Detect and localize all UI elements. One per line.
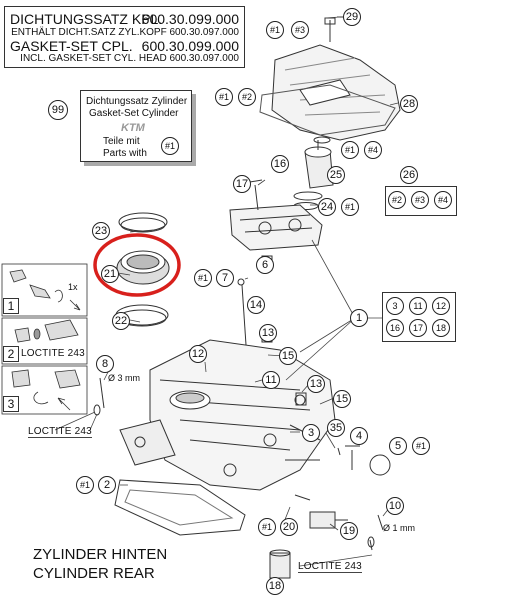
callout-20[interactable]: 20 [280,518,298,536]
kit-line2: ENTHÄLT DICHT.SATZ ZYL.KOPF 600.30.097.0… [11,27,239,38]
callout-29[interactable]: 29 [343,8,361,26]
callout-35[interactable]: 35 [327,419,345,437]
gasket-card-line4: Parts with [103,148,147,159]
kit-line4: INCL. GASKET-SET CYL. HEAD 600.30.097.00… [20,53,239,64]
ref-1-gasket[interactable]: #1 [215,88,233,106]
dimension-10: Ø 1 mm [383,523,416,533]
group1-item-16[interactable]: 16 [386,319,404,337]
cylinder-head [149,339,336,491]
callout-6[interactable]: 6 [256,256,274,274]
ref-1-plug[interactable]: #1 [341,141,359,159]
group-26-box: #2 #3 #4 [385,186,457,216]
ref-1-cover[interactable]: #1 [266,21,284,39]
gasket-card-line1: Dichtungssatz Zylinder [86,96,188,107]
ref-1-headgasket[interactable]: #1 [76,476,94,494]
callout-3[interactable]: 3 [302,424,320,442]
callout-22[interactable]: 22 [112,312,130,330]
kit-line3-number: 600.30.099.000 [141,38,239,54]
group-1-box: 3 11 12 16 17 18 [382,292,456,342]
callout-2[interactable]: 2 [98,476,116,494]
callout-24[interactable]: 24 [318,198,336,216]
callout-11[interactable]: 11 [262,371,280,389]
callout-12[interactable]: 12 [189,345,207,363]
step-1-number: 1 [3,298,19,314]
callout-7[interactable]: 7 [216,269,234,287]
hose-clamp-upper [118,212,168,232]
gasket-set-card: Dichtungssatz Zylinder Gasket-Set Cylind… [80,90,192,162]
callout-15-upper[interactable]: 15 [279,347,297,365]
group26-ref-4[interactable]: #4 [434,191,452,209]
ref-1-stud[interactable]: #1 [194,269,212,287]
gasket-card-line2: Gasket-Set Cylinder [89,108,179,119]
step-3-number: 3 [3,396,19,412]
callout-19[interactable]: 19 [340,522,358,540]
ref-4-plug[interactable]: #4 [364,141,382,159]
gasket-kit-box: DICHTUNGSSATZ KPL. 600.30.099.000 ENTHÄL… [4,6,245,68]
gasket-card-ref: #1 [161,137,179,155]
cam-carrier [229,204,323,251]
callout-18[interactable]: 18 [266,577,284,595]
gasket-card-line3: Teile mit [103,136,140,147]
ref-1-oring[interactable]: #1 [341,198,359,216]
ref-2-gasket[interactable]: #2 [238,88,256,106]
callout-21[interactable]: 21 [101,265,119,283]
highlight-ellipse [93,233,181,297]
callout-23[interactable]: 23 [92,222,110,240]
head-gasket [114,479,246,536]
group26-ref-2[interactable]: #2 [388,191,406,209]
step-2-number: 2 [3,346,19,362]
callout-16[interactable]: 16 [271,155,289,173]
footer-line2: CYLINDER REAR [33,565,155,582]
ktm-logo: KTM [121,122,145,134]
footer-line1: ZYLINDER HINTEN [33,546,168,563]
callout-26[interactable]: 26 [400,166,418,184]
ref-1-item5[interactable]: #1 [412,437,430,455]
callout-13-upper[interactable]: 13 [259,324,277,342]
ref-3-cover[interactable]: #3 [291,21,309,39]
dimension-8: Ø 3 mm [108,373,141,383]
callout-13-lower[interactable]: 13 [307,375,325,393]
kit-line1-label: DICHTUNGSSATZ KPL. [10,11,163,27]
ref-1-sensor[interactable]: #1 [258,518,276,536]
callout-8[interactable]: 8 [96,355,114,373]
callout-25[interactable]: 25 [327,166,345,184]
callout-5[interactable]: 5 [389,437,407,455]
group1-item-3[interactable]: 3 [386,297,404,315]
group26-ref-3[interactable]: #3 [411,191,429,209]
callout-1[interactable]: 1 [350,309,368,327]
callout-28[interactable]: 28 [400,95,418,113]
kit-line1-number: 600.30.099.000 [141,11,239,27]
callout-14[interactable]: 14 [247,296,265,314]
kit-line3-label: GASKET-SET CPL. [10,38,133,54]
callout-15-lower[interactable]: 15 [333,390,351,408]
loctite-left: LOCTITE 243 [28,426,92,438]
loctite-step2: LOCTITE 243 [21,348,85,359]
group1-item-17[interactable]: 17 [409,319,427,337]
callout-10[interactable]: 10 [386,497,404,515]
group1-item-12[interactable]: 12 [432,297,450,315]
cover-gasket [259,84,396,136]
loctite-bottom: LOCTITE 243 [298,561,362,573]
callout-4[interactable]: 4 [350,427,368,445]
group1-item-18[interactable]: 18 [432,319,450,337]
callout-17[interactable]: 17 [233,175,251,193]
step-1-note: 1x [68,282,78,292]
callout-99: 99 [48,100,68,120]
group1-item-11[interactable]: 11 [409,297,427,315]
